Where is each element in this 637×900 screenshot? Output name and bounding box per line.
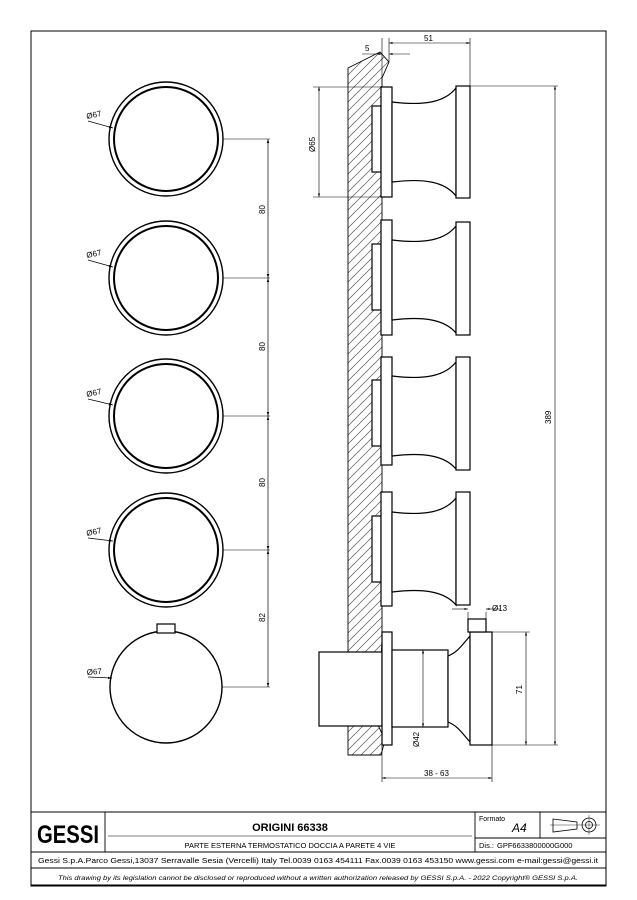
height-71-label: 71 bbox=[515, 685, 524, 694]
company-info: Gessi S.p.A.Parco Gessi,13037 Serravalle… bbox=[38, 858, 598, 865]
d67-label-5: Ø67 bbox=[86, 667, 102, 677]
wall-offset-label: 5 bbox=[365, 44, 370, 53]
center-lines bbox=[222, 138, 270, 688]
dis-value: GPF6633800000G000 bbox=[497, 841, 572, 850]
spacing-label-3: 80 bbox=[258, 478, 267, 487]
gessi-logo: GESSI bbox=[37, 821, 99, 849]
front-view bbox=[87, 81, 270, 744]
knob-front-1 bbox=[108, 81, 224, 197]
drawing-frame bbox=[30, 30, 607, 887]
mixer-side bbox=[318, 618, 493, 746]
knob-side-1 bbox=[371, 85, 471, 199]
d67-label-4: Ø67 bbox=[86, 526, 103, 538]
side-view bbox=[313, 38, 558, 782]
d67-label-2: Ø67 bbox=[86, 248, 103, 260]
formato-value: A4 bbox=[511, 821, 527, 835]
title-block bbox=[31, 811, 606, 886]
d13-label: Ø13 bbox=[492, 604, 508, 613]
knob-side-3 bbox=[371, 356, 471, 471]
title-block-text: ORIGINI 66338 PARTE ESTERNA TERMOSTATICO… bbox=[38, 816, 598, 882]
d65-label: Ø65 bbox=[308, 136, 317, 152]
range-label: 38 - 63 bbox=[424, 769, 449, 778]
side-dimension-lines bbox=[313, 38, 558, 782]
front-view-labels: Ø67 Ø67 Ø67 Ø67 Ø67 80 80 80 82 bbox=[86, 109, 267, 677]
formato-label: Formato bbox=[479, 816, 505, 823]
diameter-leaders bbox=[87, 120, 114, 680]
d67-label-3: Ø67 bbox=[86, 387, 103, 399]
dis-label: Dis.: bbox=[479, 841, 494, 850]
mixer-front bbox=[109, 623, 223, 744]
total-height-label: 389 bbox=[544, 410, 553, 424]
knob-front-2 bbox=[108, 220, 224, 336]
d42-label: Ø42 bbox=[412, 731, 421, 747]
product-title: ORIGINI 66338 bbox=[252, 822, 328, 834]
knob-side-4 bbox=[371, 491, 471, 607]
depth-label: 51 bbox=[424, 34, 433, 43]
knob-front-3 bbox=[108, 358, 224, 474]
disclaimer: This drawing by its legislation cannot b… bbox=[58, 874, 578, 882]
spacing-label-4: 82 bbox=[258, 613, 267, 622]
knob-side-2 bbox=[371, 219, 471, 336]
spacing-label-2: 80 bbox=[258, 342, 267, 351]
projection-symbol bbox=[550, 815, 600, 835]
spacing-label-1: 80 bbox=[258, 205, 267, 214]
product-subtitle: PARTE ESTERNA TERMOSTATICO DOCCIA A PARE… bbox=[185, 841, 396, 850]
side-view-labels: 5 51 Ø65 389 Ø13 71 Ø42 38 - 63 bbox=[308, 34, 553, 778]
d67-label-1: Ø67 bbox=[86, 109, 103, 121]
svg-text:GESSI: GESSI bbox=[37, 821, 99, 849]
knob-front-4 bbox=[108, 492, 224, 608]
